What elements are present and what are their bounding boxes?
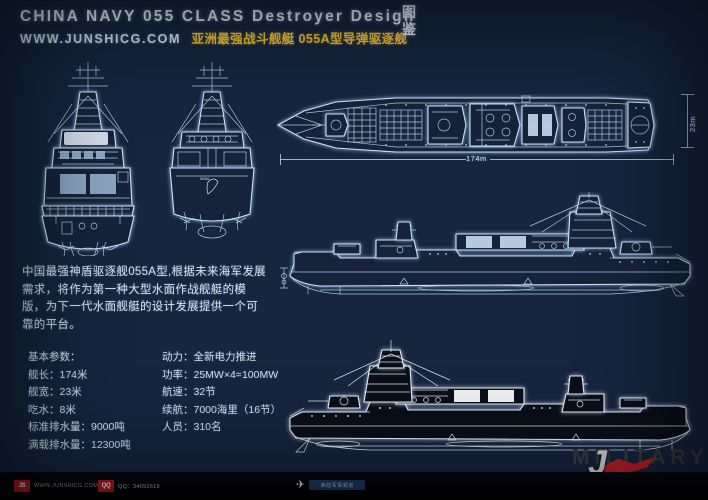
catalog-badge: 图鉴 xyxy=(402,4,416,37)
spec-item: 舰宽：23米 xyxy=(28,386,82,398)
description-paragraph: 中国最强神盾驱逐舰055A型,根据未来海军发展需求，将作为第一种大型水面作战舰艇… xyxy=(22,266,266,331)
length-dimension: 174m xyxy=(278,152,676,166)
footer-site-url: WWW.JUNSHICG.COM xyxy=(34,483,99,489)
top-plan-view xyxy=(276,86,676,164)
watermark-j-letter: J xyxy=(588,444,607,482)
length-dimension-label: 174m xyxy=(466,154,487,163)
svg-text:055A: 055A xyxy=(200,176,210,181)
starboard-profile-view xyxy=(280,192,700,304)
subtitle-chinese: 亚洲最强战斗舰艇 055A型导弹驱逐舰 xyxy=(191,32,408,46)
watermark-backdrop-text: MILITARY xyxy=(572,446,708,469)
spec-column-propulsion: 动力：全新电力推进 功率：25MW×4=100MW 航速：32节 续航：7000… xyxy=(162,350,292,452)
spec-item: 功率：25MW×4=100MW xyxy=(162,368,279,381)
footer-partner-logo[interactable]: ✈ 西陆军事频道 xyxy=(296,479,366,491)
spec-item: 满载排水量：12300吨 xyxy=(28,438,131,451)
qq-mark-icon: QQ xyxy=(98,480,114,492)
beam-dimension-label: 23m xyxy=(688,115,697,132)
spec-item: 续航：7000海里（16节） xyxy=(162,403,282,416)
spec-item: 舰长：174米 xyxy=(28,368,88,381)
footer-site-logo[interactable]: JS WWW.JUNSHICG.COM xyxy=(14,480,98,492)
site-url: WWW.JUNSHICG.COM xyxy=(20,32,182,46)
spec-item: 吃水：8米 xyxy=(28,403,76,416)
spec-item: 基本参数： xyxy=(28,351,81,363)
spec-column-basic: 基本参数： 舰长：174米 舰宽：23米 吃水：8米 标准排水量：9000吨 满… xyxy=(28,350,148,452)
page-title: CHINA NAVY 055 CLASS Destroyer Design xyxy=(20,8,416,25)
subtitle-row: WWW.JUNSHICG.COM 亚洲最强战斗舰艇 055A型导弹驱逐舰 xyxy=(20,28,407,48)
junshicg-mark-icon: JS xyxy=(14,480,30,492)
specifications-block: 基本参数： 舰长：174米 舰宽：23米 吃水：8米 标准排水量：9000吨 满… xyxy=(28,350,298,452)
spec-item: 航速：32节 xyxy=(162,386,216,398)
poster-footer: JS WWW.JUNSHICG.COM QQ QQ：34092619 ✈ 西陆军… xyxy=(0,472,708,500)
stern-rear-view: 055A xyxy=(152,56,272,256)
beam-dimension: 23m xyxy=(676,92,700,150)
footer-partner-badge: 西陆军事频道 xyxy=(309,480,366,490)
bird-icon: ✈ xyxy=(296,479,306,491)
poster-header: CHINA NAVY 055 CLASS Destroyer Design WW… xyxy=(0,0,708,56)
bow-front-view xyxy=(28,56,148,256)
spec-item: 动力：全新电力推进 xyxy=(162,351,257,363)
spec-item: 人员：310名 xyxy=(162,421,222,433)
port-profile-view xyxy=(280,338,700,464)
footer-qq-logo[interactable]: QQ QQ：34092619 xyxy=(98,480,160,492)
spec-item: 标准排水量：9000吨 xyxy=(28,421,125,433)
footer-qq-text: QQ：34092619 xyxy=(118,484,160,490)
